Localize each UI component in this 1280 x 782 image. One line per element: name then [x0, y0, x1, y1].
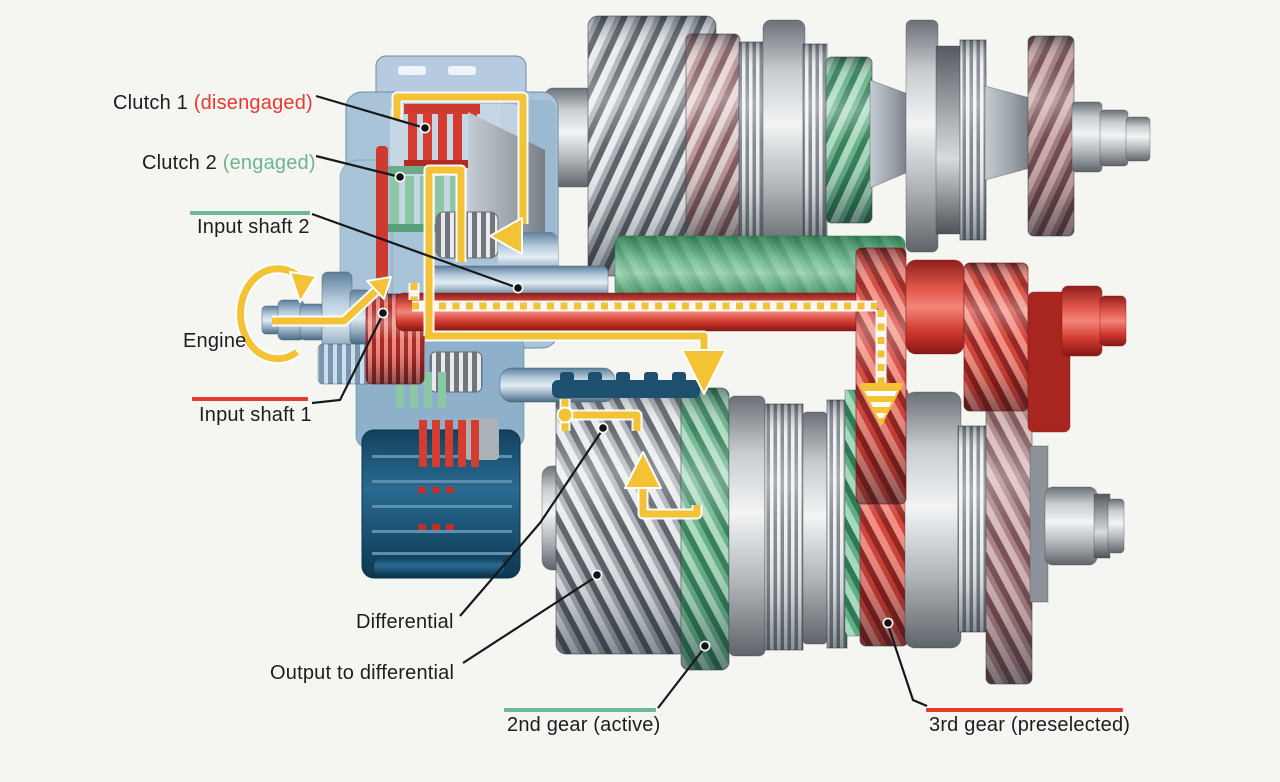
label-second-gear: 2nd gear (active): [507, 714, 661, 736]
clutch-1-pack-lower: [419, 420, 479, 467]
leader-dots: [377, 122, 894, 652]
flow-output-elbow: [639, 486, 701, 518]
label-input-shaft-2: Input shaft 2: [197, 216, 310, 238]
arrow-up-output: [624, 451, 662, 489]
red-shaft-end: [1099, 295, 1127, 347]
arrow-into-clutch2: [489, 217, 523, 255]
synchro-drum: [762, 19, 806, 253]
label-differential: Differential: [356, 611, 454, 633]
upper-gear-cluster: [544, 15, 1151, 277]
flow-shaft2-line: [425, 332, 708, 352]
arrow-rotation: [289, 271, 317, 303]
arrow-down-2nd-gear: [681, 349, 727, 395]
arrow-down-3rd-gear-dotted: [859, 383, 903, 426]
arrow-engine-input: [366, 276, 392, 300]
clutch-drum-red-channel: [376, 146, 388, 304]
power-flow: [235, 91, 903, 520]
lower-shaft-stub: [1044, 486, 1098, 566]
leader-input-shaft-2: [311, 212, 519, 290]
shift-rails: [499, 367, 700, 403]
leader-input-shaft-1: [311, 313, 384, 405]
leader-clutch2: [315, 154, 401, 179]
clutch-1-name: Clutch 1: [113, 92, 188, 114]
leader-clutch1: [315, 94, 426, 130]
leader-3rd-gear: [886, 624, 928, 708]
flow-node-dot: [556, 406, 574, 424]
label-clutch-1: Clutch 1 (disengaged): [113, 92, 313, 115]
clutch-2-pack-lower: [396, 372, 446, 408]
clutch-2-status: (engaged): [222, 152, 316, 174]
leader-output: [462, 575, 598, 664]
label-third-gear: 3rd gear (preselected): [929, 714, 1131, 736]
label-input-shaft-1: Input shaft 1: [199, 404, 312, 426]
flow-top-loop: [393, 93, 527, 224]
upper-shaft-end: [1071, 101, 1103, 173]
flow-clutch2-down: [425, 166, 465, 336]
label-output-to-differential: Output to differential: [270, 662, 455, 684]
leader-2nd-gear: [657, 646, 706, 709]
second-gear-marker: [504, 708, 656, 712]
label-clutch-2: Clutch 2 (engaged): [142, 152, 316, 175]
clutch-2-name: Clutch 2: [142, 152, 217, 174]
label-engine: Engine: [183, 330, 247, 352]
flow-engine-line: [272, 287, 380, 325]
input-shaft-1-marker: [192, 397, 308, 401]
clutch-spring: [435, 211, 499, 259]
input-shaft-2-marker: [190, 211, 310, 215]
clutch-1-status: (disengaged): [193, 92, 313, 114]
housing-red-dashes: [418, 487, 454, 530]
leader-differential: [459, 428, 604, 617]
rotation-arc: [237, 265, 306, 363]
synchro-hub: [905, 19, 939, 253]
flow-preselected-dotted: [410, 283, 885, 385]
leader-lines: [311, 94, 928, 709]
housing-lower-fins: [361, 429, 521, 579]
third-gear-marker: [926, 708, 1123, 712]
lower-gear-cluster: [541, 377, 1125, 685]
